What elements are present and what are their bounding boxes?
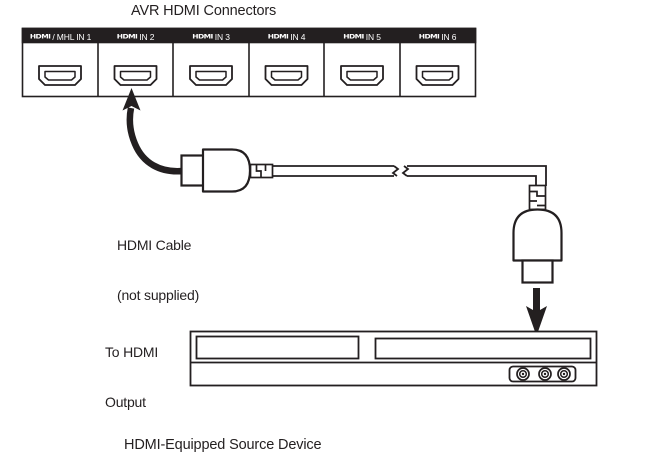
hdmi-socket-3[interactable]: [189, 65, 233, 86]
source-device: [189, 330, 598, 387]
rca-jack-2[interactable]: [538, 367, 552, 381]
hdmi-socket-5[interactable]: [340, 65, 384, 86]
output-annotation-line2: Output: [105, 393, 146, 410]
insertion-arrow: [526, 288, 547, 336]
curved-connection-arrow: [122, 88, 184, 175]
hdmi-port-sockets: [38, 65, 460, 86]
cable-right-body: [512, 208, 563, 262]
source-device-tray: [374, 337, 592, 360]
cable-left-body: [201, 148, 252, 193]
page-title: AVR HDMI Connectors: [131, 3, 277, 19]
cable-run: [272, 165, 547, 186]
cable-left-strain-relief: [249, 163, 274, 179]
device-caption: HDMI-Equipped Source Device: [124, 437, 322, 453]
cable-annotation: HDMI Cable (not supplied): [117, 204, 199, 336]
rca-jack-cluster: [508, 365, 577, 383]
cable-annotation-line2: (not supplied): [117, 286, 200, 303]
panel-label-strip: [21, 27, 477, 44]
cable-right-strain-relief: [528, 184, 547, 211]
hdmi-socket-2[interactable]: [113, 65, 158, 86]
rca-jack-3[interactable]: [557, 367, 571, 381]
avr-connector-panel: [21, 27, 477, 98]
hdmi-cable: [180, 148, 563, 284]
output-annotation-line1: To HDMI: [105, 344, 159, 361]
hdmi-socket-6[interactable]: [415, 65, 460, 86]
hdmi-socket-4[interactable]: [264, 65, 309, 86]
rca-jack-1[interactable]: [516, 367, 530, 381]
output-annotation: To HDMI Output: [105, 311, 158, 443]
cable-annotation-line1: HDMI Cable: [117, 237, 192, 254]
cable-right-metal-tip: [521, 259, 554, 284]
hdmi-socket-1[interactable]: [38, 65, 82, 86]
panel-dividers: [97, 42, 401, 97]
source-device-left-panel: [195, 335, 360, 360]
